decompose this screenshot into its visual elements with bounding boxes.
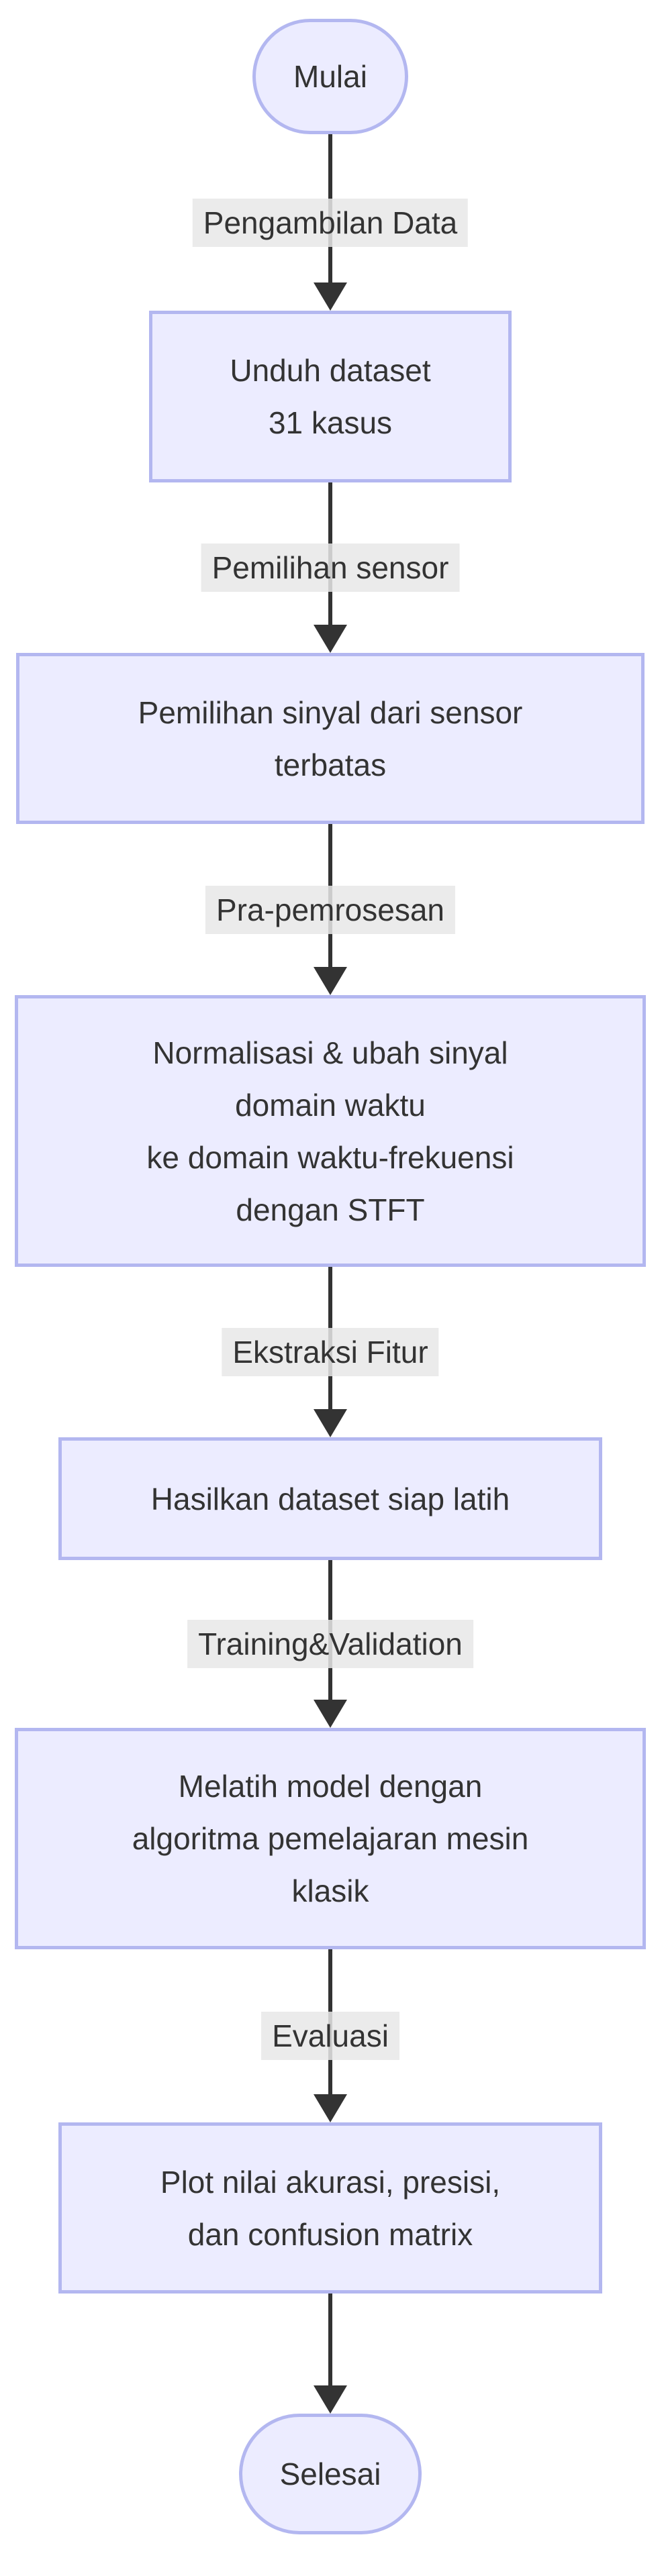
- start-node-label: Mulai: [293, 59, 367, 94]
- edge-6: Evaluasi: [261, 1949, 399, 2122]
- edge-4: Ekstraksi Fitur: [222, 1267, 439, 1437]
- arrowhead-icon: [314, 1409, 347, 1437]
- end-node-label: Selesai: [279, 2457, 381, 2491]
- edge-label-1: Pengambilan Data: [192, 198, 469, 247]
- node-unduh-dataset: Unduh dataset 31 kasus: [149, 311, 512, 482]
- node-text-line: domain waktu: [235, 1087, 426, 1123]
- edge-label-5: Training&Validation: [187, 1620, 473, 1668]
- arrowhead-icon: [314, 967, 347, 995]
- arrowhead-icon: [314, 1700, 347, 1728]
- end-node: Selesai: [239, 2414, 422, 2534]
- edge-5: Training&Validation: [187, 1560, 473, 1728]
- node-text-line: dengan STFT: [236, 1192, 425, 1227]
- arrowhead-icon: [314, 282, 347, 311]
- node-melatih-model: Melatih model dengan algoritma pemelajar…: [15, 1728, 646, 1949]
- edge-2: Pemilihan sensor: [201, 482, 460, 653]
- node-text-line: dan confusion matrix: [187, 2216, 473, 2252]
- node-text-line: ke domain waktu-frekuensi: [146, 1139, 514, 1175]
- node-text-line: Unduh dataset: [230, 353, 431, 388]
- edge-7: [314, 2294, 347, 2414]
- node-hasilkan-dataset: Hasilkan dataset siap latih: [58, 1437, 602, 1560]
- edge-1: Pengambilan Data: [192, 134, 469, 311]
- node-text-line: Pemilihan sinyal dari sensor: [138, 694, 523, 730]
- arrowhead-icon: [314, 2385, 347, 2414]
- node-text-line: Melatih model dengan: [178, 1769, 483, 1804]
- node-text-line: Plot nilai akurasi, presisi,: [160, 2164, 501, 2200]
- edge-label-2: Pemilihan sensor: [201, 544, 460, 592]
- node-text-line: Hasilkan dataset siap latih: [150, 1481, 510, 1516]
- edge-label-4: Ekstraksi Fitur: [222, 1328, 439, 1376]
- node-normalisasi-stft: Normalisasi & ubah sinyal domain waktu k…: [15, 995, 646, 1267]
- edge-3: Pra-pemrosesan: [205, 824, 456, 995]
- node-text-line: 31 kasus: [268, 405, 393, 440]
- node-text-line: algoritma pemelajaran mesin: [132, 1821, 529, 1856]
- start-node: Mulai: [252, 19, 408, 134]
- node-text-line: Normalisasi & ubah sinyal: [152, 1035, 508, 1070]
- arrowhead-icon: [314, 625, 347, 653]
- node-text-line: klasik: [291, 1873, 369, 1908]
- node-text-line: terbatas: [274, 747, 387, 782]
- arrowhead-icon: [314, 2094, 347, 2122]
- edge-line: [328, 2294, 332, 2385]
- node-pemilihan-sinyal: Pemilihan sinyal dari sensor terbatas: [16, 653, 645, 824]
- edge-label-3: Pra-pemrosesan: [205, 885, 456, 934]
- edge-label-6: Evaluasi: [261, 2012, 399, 2060]
- node-plot-evaluasi: Plot nilai akurasi, presisi, dan confusi…: [58, 2122, 602, 2294]
